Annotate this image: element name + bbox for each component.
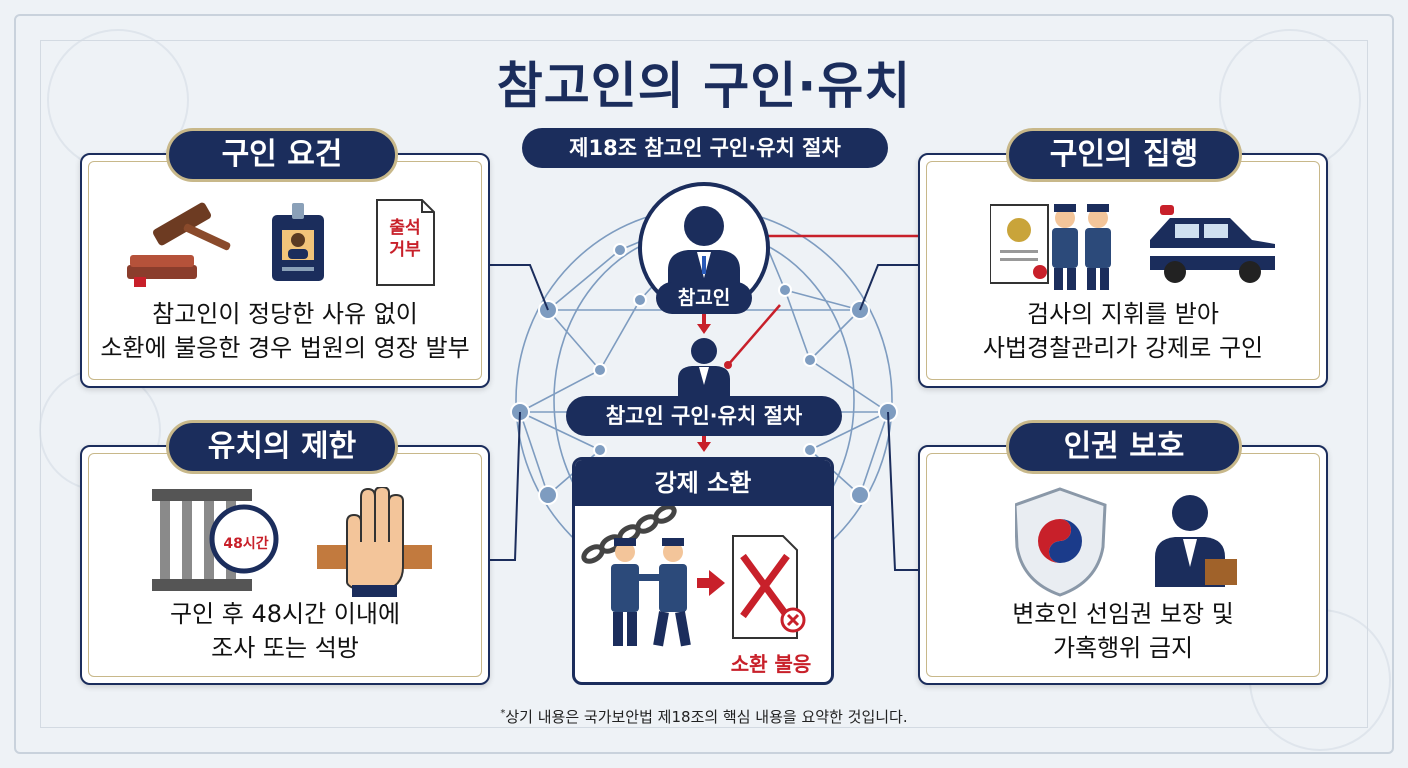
card-title-requirements: 구인 요건: [166, 128, 398, 182]
red-connectors: [727, 234, 918, 366]
process-label: 참고인 구인·유치 절차: [566, 396, 842, 436]
page-title: 참고인의 구인·유치: [496, 57, 912, 115]
footnote-mark: *: [500, 708, 506, 719]
shield-icon: [1015, 487, 1107, 597]
red-connector-dot-2: [724, 361, 732, 369]
compulsion-box: 강제 소환: [572, 457, 834, 685]
rejected-document-icon: [732, 535, 806, 639]
police-escort-icon: [611, 538, 691, 647]
refusal-label: 소환 불응: [730, 652, 812, 676]
card-detention: 48시간 구인 후 48시간 이내에 조사 또는 석방: [80, 445, 490, 685]
police-officers-icon: [1052, 204, 1111, 290]
id-card-icon: [272, 203, 324, 281]
warrant-document-icon: [990, 204, 1049, 284]
clock-label: 48시간: [223, 536, 269, 552]
right-arrow-icon: [697, 570, 725, 596]
card-rights: 변호인 선임권 보장 및 가혹행위 금지: [918, 445, 1328, 685]
rights-icons: [1015, 487, 1237, 597]
gavel-icon: [127, 202, 231, 287]
detention-icons: [152, 487, 432, 597]
lawyer-icon: [1155, 495, 1237, 587]
inner-frame: [40, 40, 1368, 728]
outer-frame: [14, 14, 1394, 754]
card-title-detention: 유치의 제한: [166, 420, 398, 474]
detention-description: 구인 후 48시간 이내에 조사 또는 석방: [169, 600, 401, 662]
card-title-execution: 구인의 집행: [1006, 128, 1242, 182]
card-requirements: 출석 거부 참고인이 정당한 사유 없이 소환에 불응한 경우 법원의 영장 발…: [80, 153, 490, 388]
stop-hand-icon: [317, 487, 432, 597]
document-icon: [376, 199, 435, 286]
card-title-rights: 인권 보호: [1006, 420, 1242, 474]
card-execution: 검사의 지휘를 받아 사법경찰관리가 강제로 구인: [918, 153, 1328, 388]
execution-icons: [990, 204, 1275, 290]
requirements-icons: [127, 199, 435, 287]
requirements-description: 참고인이 정당한 사유 없이 소환에 불응한 경우 법원의 영장 발부: [100, 300, 470, 362]
witness-label: 참고인: [656, 282, 752, 314]
flow-arrows: [697, 312, 711, 452]
footer-note: *상기 내용은 국가보안법 제18조의 핵심 내용을 요약한 것입니다.: [0, 706, 1408, 727]
compulsion-title: 강제 소환: [575, 460, 831, 506]
police-car-icon: [1150, 205, 1275, 283]
clock-icon: [209, 504, 279, 574]
refusal-document-text: 출석 거부: [389, 218, 421, 260]
subtitle-badge: 제18조 참고인 구인·유치 절차: [522, 128, 888, 168]
execution-description: 검사의 지휘를 받아 사법경찰관리가 강제로 구인: [982, 300, 1264, 362]
card-connectors: [490, 264, 918, 571]
footer-text: 상기 내용은 국가보안법 제18조의 핵심 내용을 요약한 것입니다.: [505, 708, 908, 726]
rights-description: 변호인 선임권 보장 및 가혹행위 금지: [1012, 600, 1234, 662]
small-person-icon: [678, 338, 730, 397]
compulsion-illustration: [581, 506, 806, 647]
